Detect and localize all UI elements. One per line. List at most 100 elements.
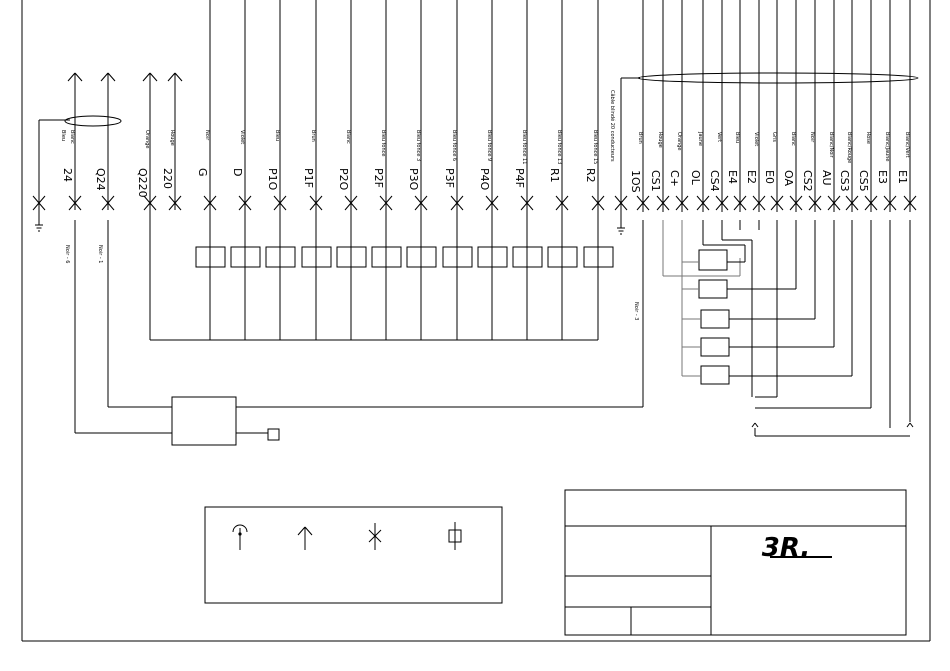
right-terminal: C+Orange [668, 0, 689, 212]
right-terminal: CS4 Vert [708, 0, 729, 212]
middle-terminal: R2 Bleu foncé 15 [583, 0, 614, 340]
wire-color-label: Gris [771, 132, 777, 142]
right-terminal: E3 Blanc/Jaune [876, 0, 897, 212]
terminal-label: Q24 [94, 168, 107, 191]
wire-color-label: Violet [239, 130, 245, 144]
terminal-label: E2 [745, 170, 758, 184]
terminal-label: D [231, 168, 244, 176]
relay-block [662, 220, 914, 437]
relay-coil [265, 246, 296, 268]
wire-color-label: Orange [676, 132, 682, 150]
legend-box [204, 506, 503, 604]
drawing-border [21, 0, 931, 642]
terminal-label: OL [689, 170, 702, 186]
relay-coil [301, 246, 332, 268]
wire-color-label: Bleu foncé 9 [486, 130, 493, 161]
note-noir-3: Noir - 3 [633, 302, 639, 320]
ground-symbol-left [35, 119, 70, 232]
shield-terminal [614, 195, 628, 211]
wire-color-label: Blanc [790, 132, 796, 146]
wire-color-label: Blanc/Rouge [846, 132, 852, 163]
relay-coil [230, 246, 261, 268]
terminal-label: P4O [478, 168, 491, 191]
relay-coil [442, 246, 473, 268]
legend-fuse-symbol [448, 522, 462, 550]
right-terminal: OA Blanc [782, 0, 803, 212]
shield-loop-right [637, 72, 919, 84]
terminal-label: E3 [876, 170, 889, 184]
left-terminal: Bleu [32, 130, 66, 211]
wire-color-label: Bleu foncé 6 [451, 130, 458, 161]
wire-color-label: Brun [637, 132, 643, 144]
wire-color-label: Orange [144, 130, 150, 148]
middle-terminal: D Violet [230, 0, 261, 340]
terminal-label: 24 [61, 168, 74, 182]
relay-coil [371, 246, 402, 268]
wire-color-label: Vert [716, 132, 722, 142]
terminal-label: P1F [302, 168, 315, 188]
middle-terminal: P4O Bleu foncé 9 [477, 0, 508, 340]
terminal-label: CS3 [838, 170, 851, 192]
left-terminal: Q24 [94, 72, 116, 211]
relay-coil [512, 246, 543, 268]
terminal-label: OA [782, 170, 795, 186]
right-terminal: E4 Bleu [726, 0, 747, 212]
wire-color-label: Noir [809, 132, 815, 143]
wire-color-label: Bleu [734, 132, 740, 143]
relay-coil [583, 246, 614, 268]
terminal-label: E4 [726, 170, 739, 184]
relay-coil [547, 246, 578, 268]
wire-color-label: Bleu foncé 3 [415, 130, 422, 161]
right-terminal-group: 1OSBrunCS1RougeC+OrangeOLJauneCS4VertE4B… [614, 0, 917, 212]
middle-terminal: P4F Bleu foncé 11 [512, 0, 543, 340]
wire-color-label: Rouge [657, 132, 663, 148]
wire-color-label: Bleu foncé 11 [521, 130, 528, 164]
wire-color-label: Blanc/Noir [828, 132, 834, 159]
terminal-label: P1O [266, 168, 279, 191]
wire-color-label: Violet [753, 132, 759, 146]
terminal-label: R2 [584, 168, 597, 183]
terminal-label: Q220 [136, 168, 149, 198]
terminal-label: P2F [372, 168, 385, 188]
terminal-label: E0 [763, 170, 776, 184]
terminal-label: AU [820, 170, 833, 186]
wire-color-label: Blanc [69, 130, 75, 144]
terminal-label: CS4 [708, 170, 721, 192]
wire-color-label: Bleu foncé [380, 130, 387, 156]
title-block: 3R. [564, 489, 907, 636]
wire-color-label: Blanc/Vert [904, 132, 910, 158]
company-logo: 3R. [762, 533, 810, 563]
terminal-label: 220 [161, 168, 174, 189]
wire-color-label: Bleu foncé 15 [592, 130, 599, 164]
wire-notes: Noir - 6 Noir - 1 Noir - 3 Câble blindé … [64, 90, 639, 320]
left-terminal: 24 Blanc [61, 72, 83, 211]
right-terminal: E0 Gris [763, 0, 784, 212]
legend-connector-symbol [297, 526, 313, 550]
control-box [74, 220, 644, 446]
wire-color-label: Bleu foncé 13 [556, 130, 563, 164]
note-noir-6: Noir - 6 [64, 245, 70, 263]
wire-color-label: Bleu [60, 130, 66, 141]
terminal-label: CS5 [857, 170, 870, 192]
legend-ground-symbol [232, 524, 248, 550]
terminal-label: P4F [513, 168, 526, 188]
wire-color-label: Blanc [345, 130, 351, 144]
right-terminal: AU Blanc/Noir [820, 0, 841, 212]
wire-color-label: Brun [310, 130, 316, 142]
wire-color-label: Blanc/Jaune [884, 132, 890, 161]
wire-color-label: Bleu [274, 130, 280, 141]
right-terminal: E2 Violet [745, 0, 766, 212]
middle-terminal: P1F Brun [301, 0, 332, 340]
relay-coil [406, 246, 437, 268]
cable-shield [617, 77, 640, 235]
